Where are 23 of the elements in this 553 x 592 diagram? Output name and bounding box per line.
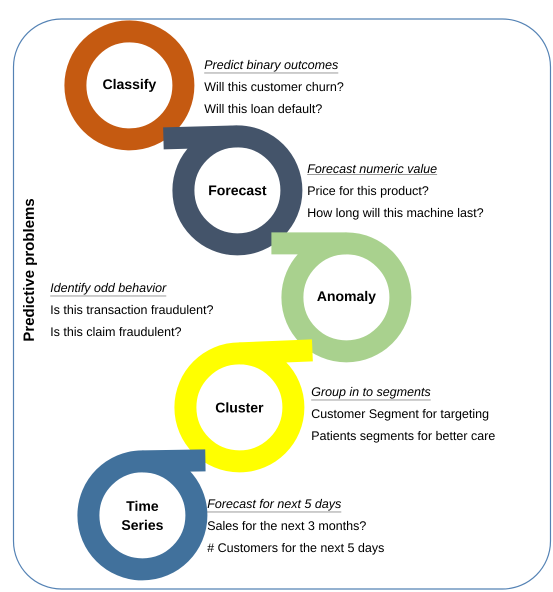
example-question: How long will this machine last? (308, 208, 484, 220)
ribbon-connector (238, 339, 313, 364)
ring: Classify (64, 20, 194, 150)
ring: Anomaly (281, 232, 412, 362)
ring: Forecast (172, 125, 302, 256)
subtitle: Predict binary outcomes (204, 60, 338, 74)
subtitle: Forecast numeric value (307, 164, 438, 175)
example-question: Patients segments for better care (312, 430, 495, 443)
subtitle: Group in to segments (311, 386, 431, 400)
subtitle: Identify odd behavior (50, 282, 167, 296)
example-question: Will this customer churn? (204, 82, 344, 92)
example-question: Will this loan default? (204, 104, 322, 114)
ribbon-connector (271, 232, 346, 254)
example-question: Customer Segment for targeting (312, 408, 488, 421)
example-question: # Customers for the next 5 days (207, 542, 384, 555)
ring: Time Series (77, 450, 208, 580)
panel-title: Predictive problems (23, 198, 37, 341)
example-question: Is this claim fraudulent? (51, 326, 182, 336)
ring: Cluster (174, 342, 304, 472)
example-question: Is this transaction fraudulent? (51, 304, 213, 314)
example-question: Sales for the next 3 months? (208, 520, 366, 530)
example-question: Price for this product? (308, 186, 428, 198)
subtitle: Forecast for next 5 days (207, 498, 342, 512)
